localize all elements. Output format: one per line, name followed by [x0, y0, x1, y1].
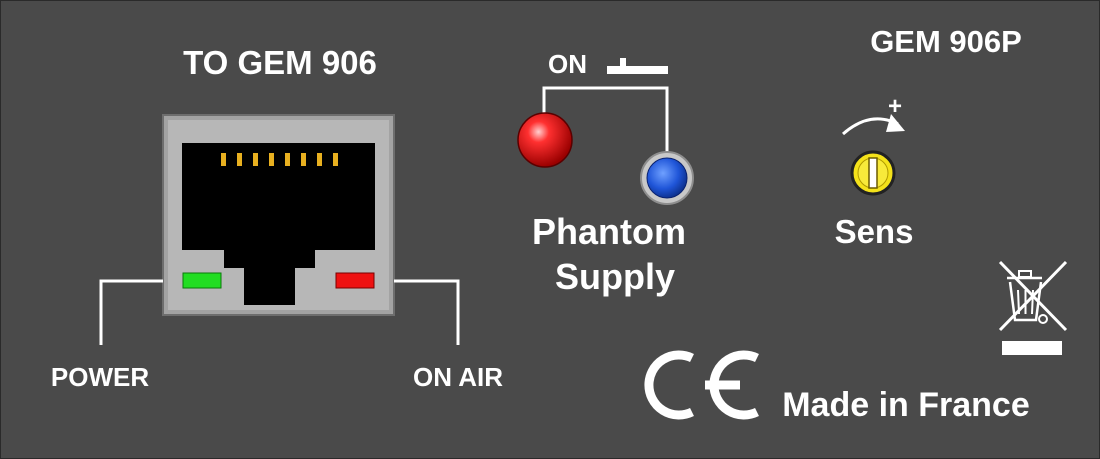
on-air-led — [335, 272, 375, 289]
connector-label: TO GEM 906 — [183, 44, 377, 81]
switch-symbol — [607, 58, 668, 74]
on-air-label: ON AIR — [413, 362, 503, 392]
power-label: POWER — [51, 362, 149, 392]
phantom-supply-button[interactable] — [640, 151, 694, 205]
phantom-label-line1: Phantom — [532, 211, 686, 252]
model-label: GEM 906P — [870, 24, 1022, 59]
sens-label: Sens — [835, 213, 914, 250]
ce-mark-icon — [644, 350, 759, 420]
made-in-label: Made in France — [782, 386, 1030, 424]
switch-bracket-line — [542, 86, 669, 152]
sens-plus-label: + — [888, 93, 902, 120]
power-leader-line — [99, 279, 163, 345]
contact-pins — [221, 153, 338, 166]
phantom-red-indicator — [517, 112, 573, 168]
sens-trim-knob[interactable] — [850, 150, 896, 196]
weee-bar — [1002, 341, 1062, 355]
crossed-out-bin-icon — [998, 260, 1068, 332]
switch-on-label: ON — [548, 49, 587, 79]
power-led — [182, 272, 222, 289]
rotate-arrow-icon — [842, 114, 905, 136]
phantom-label-line2: Supply — [555, 256, 675, 297]
rj45-connector[interactable] — [162, 114, 395, 316]
on-air-leader-line — [394, 279, 460, 345]
